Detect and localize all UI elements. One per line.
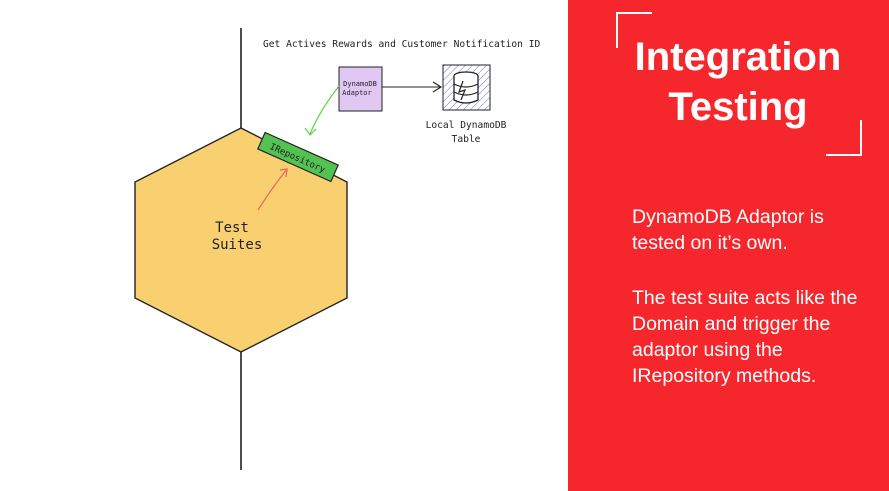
- title-line1: Integration: [634, 35, 842, 79]
- adaptor-label-line2: Adaptor: [342, 89, 372, 97]
- diagram-caption: Get Actives Rewards and Customer Notific…: [263, 39, 540, 50]
- adaptor-label-line1: DynamoDB: [343, 80, 377, 88]
- paragraph-1: DynamoDB Adaptor is tested on it’s own.: [632, 206, 824, 254]
- database-icon: [442, 64, 491, 111]
- corner-bracket-bottom-right: [826, 120, 862, 156]
- slide-title: Integration Testing: [608, 32, 868, 132]
- paragraph-2: The test suite acts like the Domain and …: [632, 287, 858, 387]
- architecture-diagram: Test Suites IRepository Get Actives Rewa…: [134, 28, 540, 470]
- dynamodb-adaptor-box: [338, 66, 383, 112]
- black-arrow-head: [432, 81, 443, 93]
- title-line2: Testing: [668, 85, 808, 129]
- test-suites-hexagon: [134, 127, 348, 353]
- info-panel: Integration Testing DynamoDB Adaptor is …: [568, 0, 889, 491]
- db-label-line2: Table: [452, 134, 481, 145]
- red-arrow: [257, 168, 288, 211]
- corner-bracket-top-left: [616, 12, 652, 48]
- red-arrow-head: [279, 168, 288, 178]
- green-arrow: [309, 85, 340, 135]
- hexagon-label-line1: Test: [215, 220, 249, 236]
- hexagon-label-line2: Suites: [212, 237, 263, 253]
- green-arrow-head: [304, 127, 317, 136]
- db-label-line1: Local DynamoDB: [426, 120, 507, 131]
